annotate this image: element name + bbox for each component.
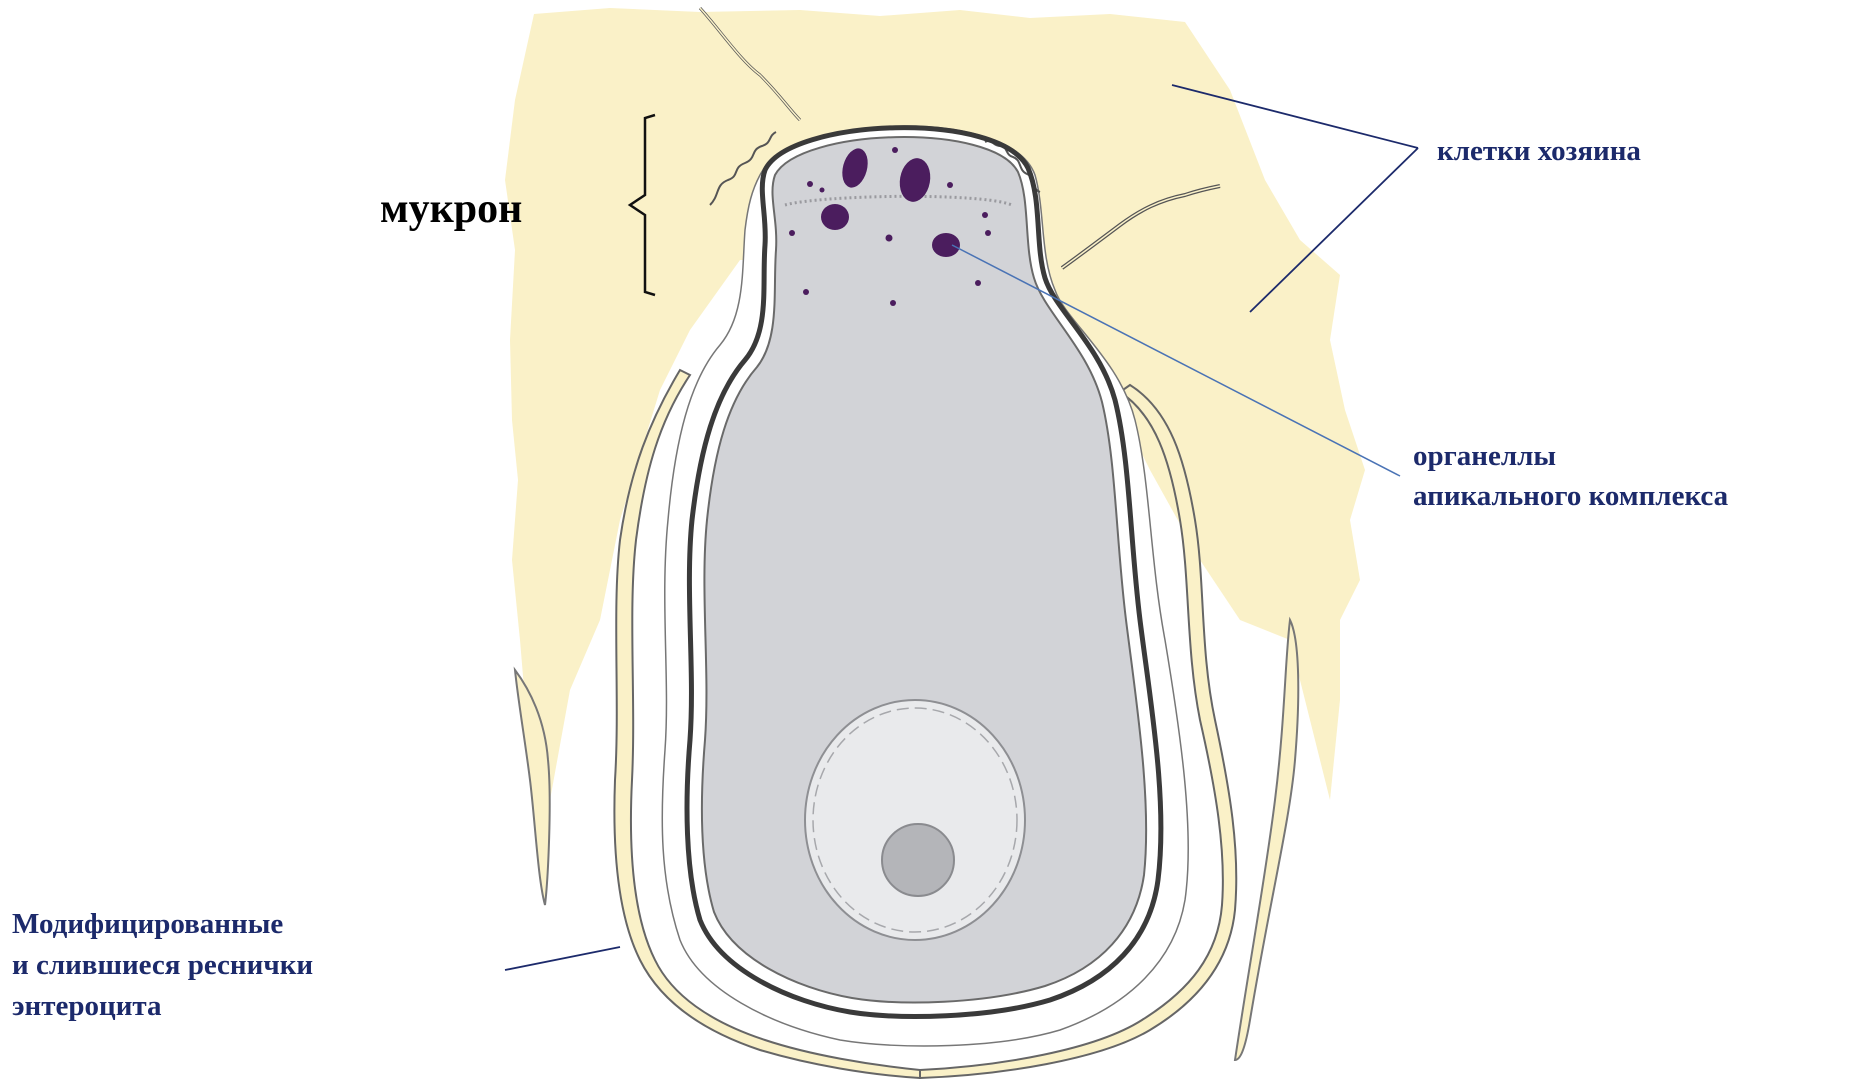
micronemes-5: [947, 182, 953, 188]
micronemes-8: [982, 212, 988, 218]
micronemes-10: [890, 300, 896, 306]
micronemes-6: [985, 230, 991, 236]
label-apical-complex-line-2: апикального комплекса: [1413, 476, 1728, 516]
micronemes-4: [820, 188, 825, 193]
label-apical-complex: органеллы апикального комплекса: [1413, 436, 1728, 516]
micronemes-11: [803, 289, 809, 295]
label-enterocyte-cilia: Модифицированные и слившиеся реснички эн…: [12, 904, 313, 1027]
label-cilia-line-2: и слившиеся реснички: [12, 945, 313, 986]
dense-granule-1: [821, 204, 849, 230]
micronemes-2: [886, 235, 893, 242]
micronemes-1: [892, 147, 898, 153]
dense-granule-2: [932, 233, 960, 257]
leader-cilia: [505, 947, 620, 970]
nucleolus: [882, 824, 954, 896]
label-cilia-line-3: энтероцита: [12, 986, 313, 1027]
label-mucron: мукрон: [380, 184, 522, 234]
micronemes-9: [975, 280, 981, 286]
nucleus: [805, 700, 1025, 940]
micronemes-7: [789, 230, 795, 236]
label-cilia-line-1: Модифицированные: [12, 904, 313, 945]
micronemes-3: [807, 181, 813, 187]
label-apical-complex-line-1: органеллы: [1413, 436, 1728, 476]
host-projection-right: [1235, 620, 1298, 1060]
label-host-cells: клетки хозяина: [1437, 134, 1641, 169]
